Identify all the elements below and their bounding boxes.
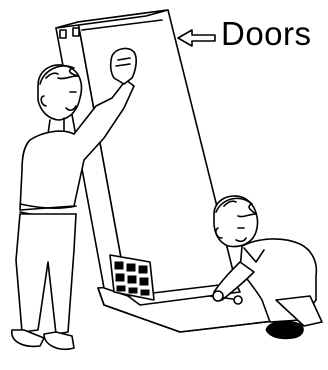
vent-grille <box>110 255 154 300</box>
doors-label: Doors <box>221 14 312 54</box>
hinge-left <box>60 30 66 38</box>
callout-arrow <box>178 30 215 46</box>
hinge-right <box>73 28 79 36</box>
